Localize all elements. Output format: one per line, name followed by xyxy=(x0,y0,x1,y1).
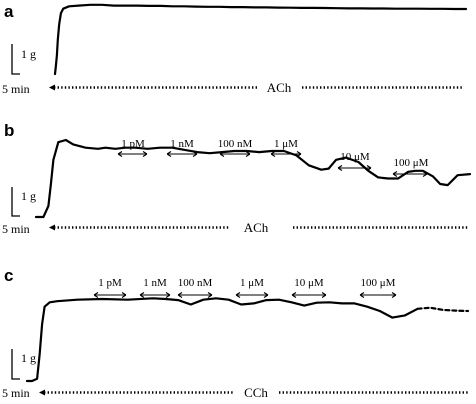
conc-arrow-c-100nM xyxy=(177,292,213,298)
conc-arrow-b-100nM xyxy=(219,151,251,157)
agonist-label-b: ACh xyxy=(244,220,269,235)
trace-c xyxy=(25,297,419,383)
scale-time-c: 5 min xyxy=(2,386,30,400)
conc-arrow-b-1uM xyxy=(270,151,302,157)
conc-arrow-c-1nM xyxy=(139,292,171,298)
conc-label-b-100nM: 100 nM xyxy=(218,138,253,150)
trace-b xyxy=(34,138,472,219)
conc-label-c-1nM: 1 nM xyxy=(143,277,167,289)
conc-label-b-1pM: 1 pM xyxy=(121,138,145,150)
agonist-bar-b xyxy=(49,224,468,231)
conc-arrow-b-1nM xyxy=(166,151,198,157)
agonist-arrowhead-a xyxy=(49,84,55,91)
scale-bar-c xyxy=(11,349,20,380)
conc-arrow-c-1uM xyxy=(235,292,269,298)
conc-label-c-1uM: 1 μM xyxy=(240,277,264,289)
scale-bar-a xyxy=(11,44,20,75)
conc-label-c-100uM: 100 μM xyxy=(361,277,396,289)
scale-force-a: 1 g xyxy=(21,47,36,61)
conc-arrow-b-1pM xyxy=(117,151,148,157)
agonist-label-c: CCh xyxy=(244,385,268,400)
agonist-label-a: ACh xyxy=(267,80,292,95)
conc-label-c-10uM: 10 μM xyxy=(294,277,324,289)
agonist-arrowhead-c xyxy=(39,389,45,396)
conc-label-b-1uM: 1 μM xyxy=(274,138,298,150)
conc-label-c-100nM: 100 nM xyxy=(178,277,213,289)
panel-label-c: c xyxy=(4,266,13,285)
conc-label-b-100uM: 100 μM xyxy=(394,157,429,169)
scale-time-a: 5 min xyxy=(2,82,30,96)
panel-a: a 1 g 5 min ACh xyxy=(2,2,468,96)
conc-arrow-c-1pM xyxy=(93,292,127,298)
trace-c-tail xyxy=(416,306,470,313)
scale-bar-b xyxy=(11,187,20,217)
scale-force-c: 1 g xyxy=(21,351,36,365)
conc-arrow-c-10uM xyxy=(291,292,327,298)
panel-b: b 1 g 5 min 1 pM 1 nM 100 nM 1 μM 10 μM … xyxy=(2,121,472,236)
conc-arrow-c-100uM xyxy=(359,292,397,298)
panel-c: c 1 g 5 min 1 pM 1 nM 100 nM 1 μM 10 μM … xyxy=(2,266,468,400)
panel-label-a: a xyxy=(4,2,14,21)
conc-arrow-b-100uM xyxy=(392,171,428,177)
conc-label-b-10uM: 10 μM xyxy=(340,151,370,163)
scale-time-b: 5 min xyxy=(2,222,30,236)
conc-label-c-1pM: 1 pM xyxy=(98,277,122,289)
agonist-bar-a xyxy=(49,84,464,91)
agonist-arrowhead-b xyxy=(49,224,55,231)
agonist-bar-c xyxy=(39,389,468,396)
conc-arrow-b-10uM xyxy=(337,165,372,171)
conc-label-b-1nM: 1 nM xyxy=(170,138,194,150)
scale-force-b: 1 g xyxy=(21,189,36,203)
trace-a xyxy=(53,3,468,76)
panel-label-b: b xyxy=(4,121,14,140)
